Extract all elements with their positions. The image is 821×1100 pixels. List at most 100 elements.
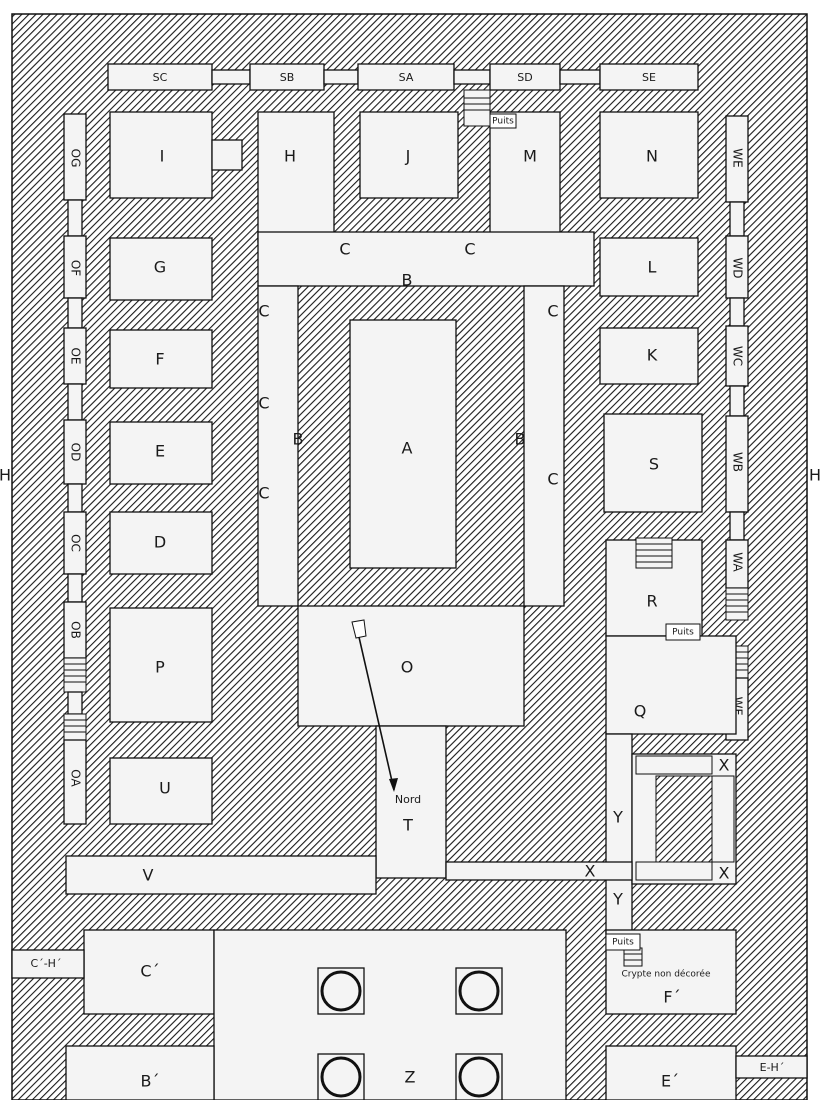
- label-a: A: [402, 439, 413, 458]
- label-u: U: [159, 779, 171, 798]
- room-m-stair-box: [463, 89, 491, 127]
- label-h-east: H: [809, 466, 821, 485]
- label-d: D: [154, 533, 166, 552]
- stair-flight-top: [635, 755, 713, 775]
- label-r: R: [646, 592, 657, 611]
- label-b-left: B: [293, 430, 304, 449]
- well-markers: Puits Puits Puits: [489, 113, 701, 951]
- crypt-label-wa: WA: [731, 552, 745, 572]
- crypt-label-sc: SC: [153, 71, 168, 84]
- label-o: O: [401, 658, 414, 677]
- stair-flight-side: [711, 775, 735, 863]
- stair-wa: [725, 587, 749, 621]
- stair-ob: [63, 657, 87, 693]
- pillar-ring: [320, 970, 362, 1012]
- label-c-7: C: [258, 484, 269, 503]
- pillar-ring: [320, 1056, 362, 1098]
- label-b-right: B: [515, 430, 526, 449]
- north-arrow-shaft: [355, 623, 395, 791]
- corridor-c-upper: [257, 231, 595, 287]
- label-eh: E-H´: [760, 1061, 785, 1074]
- pillars: [317, 967, 503, 1100]
- crypt-connector: [211, 69, 251, 85]
- label-i: I: [160, 147, 165, 166]
- label-n: N: [646, 147, 658, 166]
- label-c-1: C: [339, 240, 350, 259]
- label-q: Q: [634, 702, 647, 721]
- room-s: [603, 413, 703, 513]
- stair-oa: [63, 713, 87, 741]
- label-c-3: C: [258, 302, 269, 321]
- crypt-connector: [67, 297, 83, 329]
- label-f: F: [155, 350, 164, 369]
- crypt-sd: [489, 63, 561, 91]
- crypt-label-sd: SD: [517, 71, 532, 84]
- crypt-connector: [67, 199, 83, 237]
- crypt-label-wc: WC: [731, 346, 745, 366]
- corridor-t: [375, 725, 447, 879]
- label-b-prime: B´: [141, 1072, 160, 1091]
- crypt-label-oc: OC: [69, 534, 83, 552]
- room-m: [489, 111, 561, 241]
- label-p: P: [155, 658, 165, 677]
- room-labels: I H J M N C C B G L C C F K C B A B E S …: [0, 147, 821, 1091]
- crypt-connector: [729, 297, 745, 327]
- crypt-connector: [323, 69, 359, 85]
- label-l: L: [648, 258, 657, 277]
- crypt-connector: [67, 383, 83, 421]
- north-arrow-head: [389, 778, 398, 792]
- passage-ch: [11, 949, 85, 979]
- label-c-5: C: [258, 394, 269, 413]
- label-x-3: X: [585, 862, 596, 881]
- corridor-c-left: [257, 285, 299, 607]
- puits-box-right: [665, 623, 701, 641]
- north-arrow-feather: [351, 619, 367, 639]
- crypt-label-oe: OE: [69, 347, 83, 364]
- room-g: [109, 237, 213, 301]
- crypt-label-oa: OA: [69, 769, 83, 787]
- corridor-c-right: [523, 285, 565, 607]
- north-label: Nord: [395, 793, 421, 806]
- label-c-prime: C´: [140, 962, 159, 981]
- label-crypte: Crypte non décorée: [621, 969, 710, 980]
- label-c-6: C: [547, 470, 558, 489]
- room-f: [109, 329, 213, 389]
- label-h-west: H: [0, 466, 11, 485]
- puits-label-right: Puits: [672, 628, 694, 638]
- room-i-annex: [211, 139, 243, 171]
- label-f-prime: F´: [663, 988, 680, 1007]
- label-h: H: [284, 147, 296, 166]
- crypt-oa: [63, 739, 87, 825]
- room-r-stairs: [635, 537, 673, 569]
- crypt-connector: [729, 385, 745, 417]
- chambers-and-corridors: [11, 89, 808, 1100]
- puits-label-top: Puits: [492, 117, 514, 127]
- top-crypt-row: SC SB SA SD SE: [107, 63, 699, 91]
- corridor-v: [65, 855, 377, 895]
- label-g: G: [154, 258, 166, 277]
- corridor-x: [445, 861, 633, 881]
- label-m: M: [523, 147, 537, 166]
- puits-box-lower: [605, 933, 641, 951]
- room-n: [599, 111, 699, 199]
- crypt-label-of: OF: [69, 260, 83, 276]
- pillar-ring: [458, 970, 500, 1012]
- crypt-label-od: OD: [69, 443, 83, 462]
- crypt-label-we: WE: [731, 148, 745, 167]
- label-x-1: X: [719, 756, 730, 775]
- room-a: [349, 319, 457, 569]
- puits-label-lower: Puits: [612, 938, 634, 948]
- label-t: T: [402, 816, 413, 835]
- stair-hall-x-inner: [655, 775, 713, 863]
- room-z: [213, 929, 567, 1100]
- label-e: E: [155, 442, 165, 461]
- crypt-label-og: OG: [69, 149, 83, 168]
- crypt-label-se: SE: [642, 71, 656, 84]
- room-d: [109, 511, 213, 575]
- crypt-sa: [357, 63, 455, 91]
- puits-box-top: [489, 113, 517, 129]
- room-j: [359, 111, 459, 199]
- crypt-connector: [67, 483, 83, 513]
- crypt-label-sa: SA: [399, 71, 414, 84]
